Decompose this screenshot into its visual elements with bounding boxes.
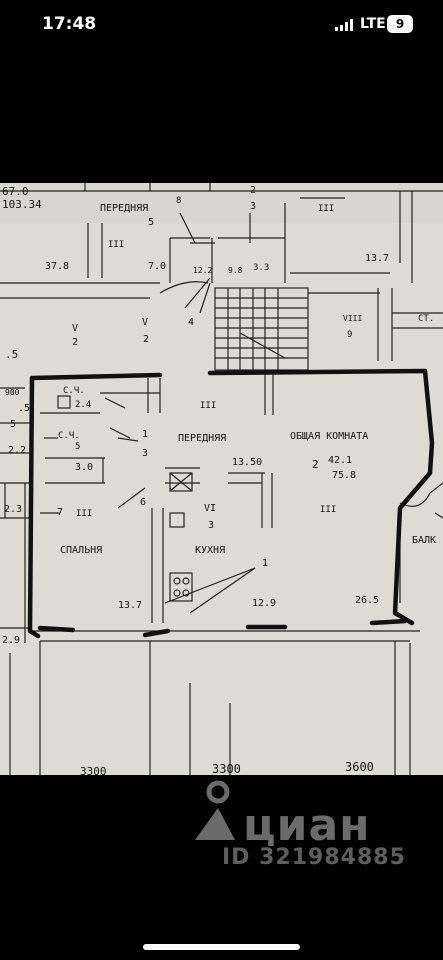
area-37: 37.8	[45, 261, 69, 272]
num-5: 5	[148, 217, 154, 228]
label-living-room: ОБЩАЯ КОМНАТА	[290, 431, 368, 442]
network-type: LTE	[360, 16, 386, 32]
signal-icon	[335, 19, 353, 31]
label-hall-top: ПЕРЕДНЯЯ	[100, 203, 148, 214]
area-13-bedroom: 13.7	[118, 600, 142, 611]
area-3: 3.0	[75, 462, 93, 473]
area-7: 7.0	[148, 261, 166, 272]
mark-2-b: 2	[143, 334, 149, 345]
area-75: 75.8	[332, 470, 356, 481]
watermark-id: ID 321984885	[222, 845, 406, 870]
mark-v-2: V	[142, 317, 148, 328]
status-bar: 17:48 LTE 9	[0, 0, 443, 50]
area-12-kitchen: 12.9	[252, 598, 276, 609]
mark-iii-1: III	[108, 240, 124, 250]
mark-3-kitchen: 3	[208, 520, 214, 531]
area-5-b: .5	[5, 348, 18, 361]
num-4: 4	[188, 317, 194, 328]
mark-iii-2: III	[318, 204, 334, 214]
area-3-3: 3.3	[253, 263, 269, 273]
num-1: 1	[262, 558, 268, 569]
area-9: 9.8	[228, 266, 243, 275]
area-2-2: 2.2	[8, 445, 26, 456]
dim-900: 900	[5, 388, 20, 397]
mark-iii-5: III	[320, 505, 336, 515]
label-hall: ПЕРЕДНЯЯ	[178, 433, 226, 444]
home-indicator[interactable]	[143, 944, 300, 950]
area-5-c: .5	[18, 403, 30, 414]
dimension-3300: 3300	[212, 762, 241, 775]
area-103: 103.34	[2, 198, 42, 211]
area-67: 67.0	[2, 185, 29, 198]
area-12: 12.2	[193, 266, 212, 275]
num-1-hall: 1	[142, 429, 148, 440]
mark-vi: VI	[204, 503, 216, 514]
area-42: 42.1	[328, 455, 352, 466]
cian-logo-icon	[195, 780, 235, 840]
num-3: 3	[250, 201, 256, 212]
status-time: 17:48	[42, 14, 97, 34]
num-2-living: 2	[312, 458, 319, 471]
mark-2-a: 2	[72, 337, 78, 348]
num-6: 6	[140, 497, 146, 508]
battery-icon: 9	[387, 15, 413, 33]
dimension-3600: 3600	[345, 760, 374, 774]
mark-iii-4: III	[76, 509, 92, 519]
label-balcony: БАЛК	[412, 535, 436, 546]
area-2-3: 2.3	[4, 504, 22, 515]
num-7: 7	[57, 507, 63, 518]
num-2: 2	[250, 185, 256, 196]
area-5-left: 5	[10, 419, 16, 430]
floor-plan-drawing: ПЕРЕДНЯЯ ПЕРЕДНЯЯ ОБЩАЯ КОМНАТА КУХНЯ СП…	[0, 183, 443, 775]
num-3-hall: 3	[142, 448, 148, 459]
mark-st: СТ.	[418, 314, 434, 324]
num-8: 8	[176, 196, 181, 206]
mark-iii-3: III	[200, 401, 216, 411]
label-wc: С.Ч.	[63, 386, 85, 396]
mark-5-hall: 5	[75, 442, 80, 452]
floor-plan-photo[interactable]: ПЕРЕДНЯЯ ПЕРЕДНЯЯ ОБЩАЯ КОМНАТА КУХНЯ СП…	[0, 183, 443, 775]
dimension-3300-left: 3300	[80, 765, 107, 775]
area-2-4: 2.4	[75, 400, 91, 410]
area-13-50: 13.50	[232, 457, 262, 468]
area-2-9: 2.9	[2, 635, 20, 646]
area-26: 26.5	[355, 595, 379, 606]
mark-v-1: V	[72, 323, 78, 334]
mark-9: 9	[347, 330, 352, 340]
label-wc2: С.Ч.	[58, 431, 80, 441]
area-13-top: 13.7	[365, 253, 389, 264]
label-kitchen: КУХНЯ	[195, 545, 225, 556]
label-bedroom: СПАЛЬНЯ	[60, 545, 102, 556]
mark-vii: VIII	[343, 314, 362, 323]
watermark-brand: циан	[243, 800, 371, 851]
